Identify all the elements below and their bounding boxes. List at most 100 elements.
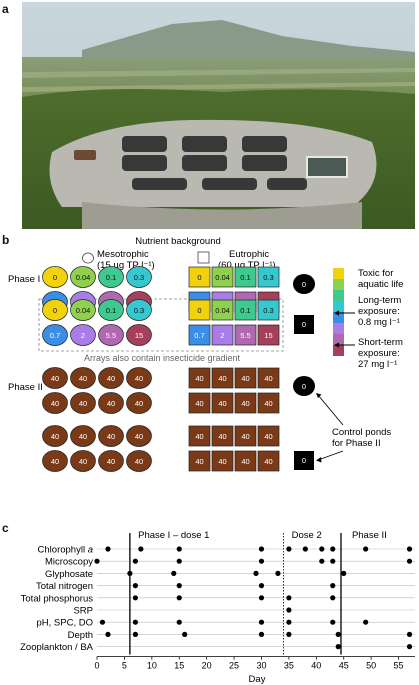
phase-ii-square-pond-value: 40 <box>218 432 226 441</box>
sample-point <box>105 546 111 552</box>
sample-point <box>176 619 182 625</box>
sample-point <box>319 558 325 564</box>
phase-i-square-pond-value: 0.1 <box>240 273 250 282</box>
panel-label-c: c <box>2 521 9 535</box>
phase-ii-oval-pond <box>70 367 96 389</box>
phase-ii-oval-pond <box>70 425 96 447</box>
phase-ii-oval-pond <box>42 367 68 389</box>
phase-ii-square-pond <box>234 450 257 472</box>
legend-swatch <box>333 279 344 290</box>
phase-ii-square-pond <box>257 392 280 414</box>
phase-i-oval-pond-value: 15 <box>135 331 143 340</box>
phase-ii-square-pond <box>211 425 234 447</box>
phase-i-square-pond-value: 0.04 <box>215 306 230 315</box>
phase-ii-square-pond-value: 40 <box>195 374 203 383</box>
phase-i-square-pond-value: 0.04 <box>215 273 230 282</box>
phase-i-square-pond-value: 0.7 <box>194 331 204 340</box>
panel-label-b: b <box>2 233 10 247</box>
experimental-design-diagram: Nutrient background Mesotrophic (15 µg T… <box>8 236 403 472</box>
nutrient-background-title: Nutrient background <box>135 236 221 247</box>
phase-i-square-pond <box>211 266 234 288</box>
sample-point <box>132 631 138 637</box>
sample-point <box>176 546 182 552</box>
x-tick-label: 5 <box>122 661 127 671</box>
sample-point <box>258 631 265 637</box>
sample-point <box>258 619 265 625</box>
mesotrophic-subtitle: (15 µg TP l⁻¹) <box>97 260 155 271</box>
sample-point <box>127 570 133 576</box>
phase-ii-square-pond-value: 40 <box>241 457 249 466</box>
legend-swatch <box>333 268 344 279</box>
sampling-points <box>94 546 413 650</box>
phase-i-square-pond-value: 15 <box>264 331 272 340</box>
phase-ii-oval-pond-value: 40 <box>79 399 87 408</box>
phase-i-oval-pond <box>126 266 152 288</box>
sample-point <box>258 546 265 552</box>
phase-ii-oval-pond <box>126 392 152 414</box>
phase-i-square-pond-value: 0 <box>197 273 201 282</box>
phase-ii-oval-pond <box>126 450 152 472</box>
sample-point <box>406 558 413 564</box>
sample-point <box>258 595 265 601</box>
phase-i-oval-pond <box>98 299 124 321</box>
control-arrow-top <box>317 394 344 426</box>
x-tick-label: 40 <box>311 661 321 671</box>
phase-ii-oval-pond-value: 40 <box>107 374 115 383</box>
long-term-arrowhead-icon <box>334 310 339 316</box>
phase-i-oval-pond-value: 0.3 <box>134 273 144 282</box>
phase-i-control-oval <box>293 274 315 294</box>
x-axis-label: Day <box>249 674 266 685</box>
phase-ii-oval-pond-value: 40 <box>79 457 87 466</box>
sample-point <box>286 546 292 552</box>
phase-i-ponds: 000.040.040.10.10.30.30.70.7225.55.51515… <box>42 266 280 346</box>
phase-ii-control-square <box>294 451 314 470</box>
sample-point <box>275 570 281 576</box>
sample-point <box>176 595 182 601</box>
phase-ii-square-pond-value: 40 <box>218 374 226 383</box>
phase-i-oval-pond-value: 0.1 <box>106 273 116 282</box>
phase-ii-oval-pond-value: 40 <box>135 399 143 408</box>
phase-ii-oval-pond <box>42 425 68 447</box>
sample-point <box>286 607 292 613</box>
x-tick-label: 55 <box>394 661 404 671</box>
series-label: Chlorophyll a <box>38 545 93 556</box>
timeline-grid <box>97 548 415 647</box>
series-label: Total phosphorus <box>21 593 94 604</box>
phase-i-oval-pond-value: 0 <box>53 273 57 282</box>
phase-ii-square-pond <box>188 392 211 414</box>
series-label: Total nitrogen <box>36 581 93 592</box>
series-label: Depth <box>68 630 93 641</box>
phase-i-square-pond <box>234 299 257 321</box>
phase-i-oval-pond-value: 0.04 <box>76 273 91 282</box>
sample-point <box>335 631 341 637</box>
sample-point <box>138 546 144 552</box>
phase-ii-square-pond <box>257 425 280 447</box>
phase-ii-oval-pond <box>126 425 152 447</box>
sample-point <box>406 644 413 650</box>
legend-swatch <box>333 290 344 301</box>
phase-ii-oval-pond-value: 40 <box>51 399 59 408</box>
phase-i-square-pond-value: 0.3 <box>263 306 273 315</box>
phase-ii-square-pond <box>211 392 234 414</box>
mesotrophic-symbol-icon <box>82 252 94 264</box>
phase-i-oval-pond <box>42 324 68 346</box>
sample-point <box>258 558 265 564</box>
eutrophic-title: Eutrophic <box>229 249 269 260</box>
sample-point <box>99 619 106 625</box>
phase-ii-label: Phase II <box>8 382 43 393</box>
legend-swatch <box>333 345 344 356</box>
sample-point <box>286 619 292 625</box>
phase-ii-oval-pond <box>42 450 68 472</box>
control-arrow-bottom <box>317 450 344 461</box>
phase-i-oval-pond <box>126 324 152 346</box>
sample-point <box>258 583 265 589</box>
phase-ii-oval-pond <box>70 392 96 414</box>
x-tick-label: 50 <box>366 661 376 671</box>
x-tick-label: 10 <box>147 661 157 671</box>
phase-i-oval-pond <box>98 266 124 288</box>
